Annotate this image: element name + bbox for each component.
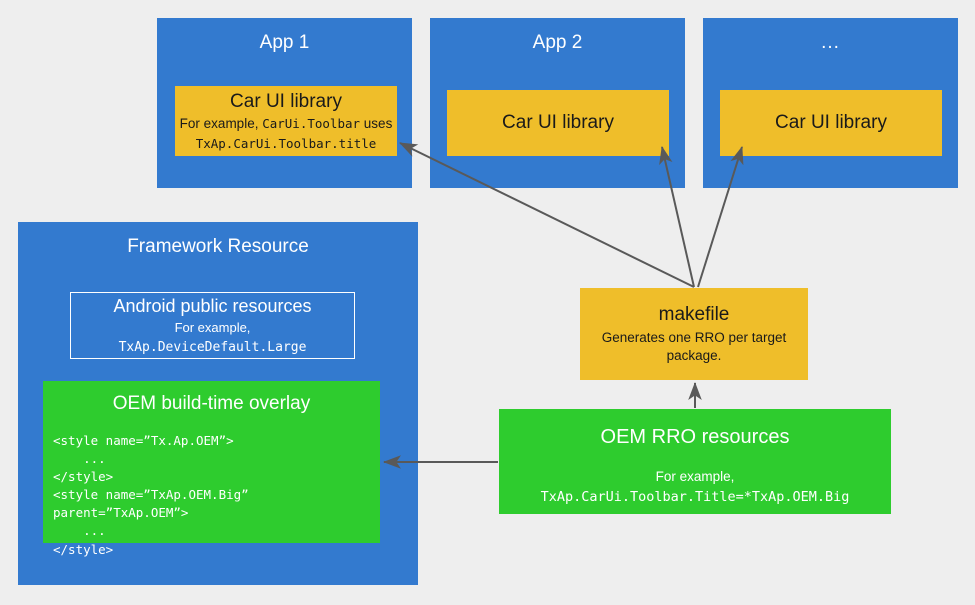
car-ui-library-card-3: Car UI library [720, 90, 942, 156]
oem-build-time-overlay-title: OEM build-time overlay [112, 393, 311, 414]
oem-rro-resources-sub: For example, [655, 469, 735, 484]
app-panel-1-label: App 1 [259, 32, 310, 53]
android-public-resources-title: Android public resources [113, 295, 312, 316]
car-ui-library-sub-mono-1: CarUi.Toolbar [262, 116, 361, 132]
android-public-resources-sub: For example, [174, 320, 251, 336]
oem-rro-resources-code: TxAp.CarUi.Toolbar.Title=*TxAp.OEM.Big [540, 489, 850, 506]
car-ui-library-sub-tail-1: uses [360, 116, 393, 132]
makefile-subtitle: Generates one RRO per target package. [601, 329, 787, 363]
car-ui-library-sub-code-1: TxAp.CarUi.Toolbar.title [195, 135, 377, 151]
makefile-card: makefile Generates one RRO per target pa… [580, 288, 808, 380]
car-ui-library-subtitle-1: For example, CarUi.Toolbar uses [180, 115, 393, 133]
app-panel-3-label: ... [821, 32, 840, 53]
car-ui-library-card-1: Car UI library For example, CarUi.Toolba… [175, 86, 397, 156]
oem-rro-resources-card: OEM RRO resources For example, TxAp.CarU… [499, 409, 891, 514]
framework-resource-label: Framework Resource [127, 236, 309, 257]
car-ui-library-card-2: Car UI library [447, 90, 669, 156]
android-public-resources-code: TxAp.DeviceDefault.Large [118, 339, 307, 355]
oem-build-time-overlay-card: OEM build-time overlay <style name=”Tx.A… [43, 381, 380, 557]
makefile-title: makefile [658, 303, 730, 325]
car-ui-library-title-2: Car UI library [502, 112, 614, 134]
car-ui-library-title-3: Car UI library [775, 112, 887, 134]
car-ui-library-sub-text-1: For example, [179, 116, 263, 132]
android-public-resources-card: Android public resources For example, Tx… [70, 292, 355, 359]
oem-rro-resources-title: OEM RRO resources [600, 426, 790, 448]
app-panel-2-label: App 2 [532, 32, 583, 53]
car-ui-library-title-1: Car UI library [230, 90, 342, 112]
oem-build-time-overlay-code: <style name=”Tx.Ap.OEM”> ... </style> <s… [53, 432, 249, 557]
